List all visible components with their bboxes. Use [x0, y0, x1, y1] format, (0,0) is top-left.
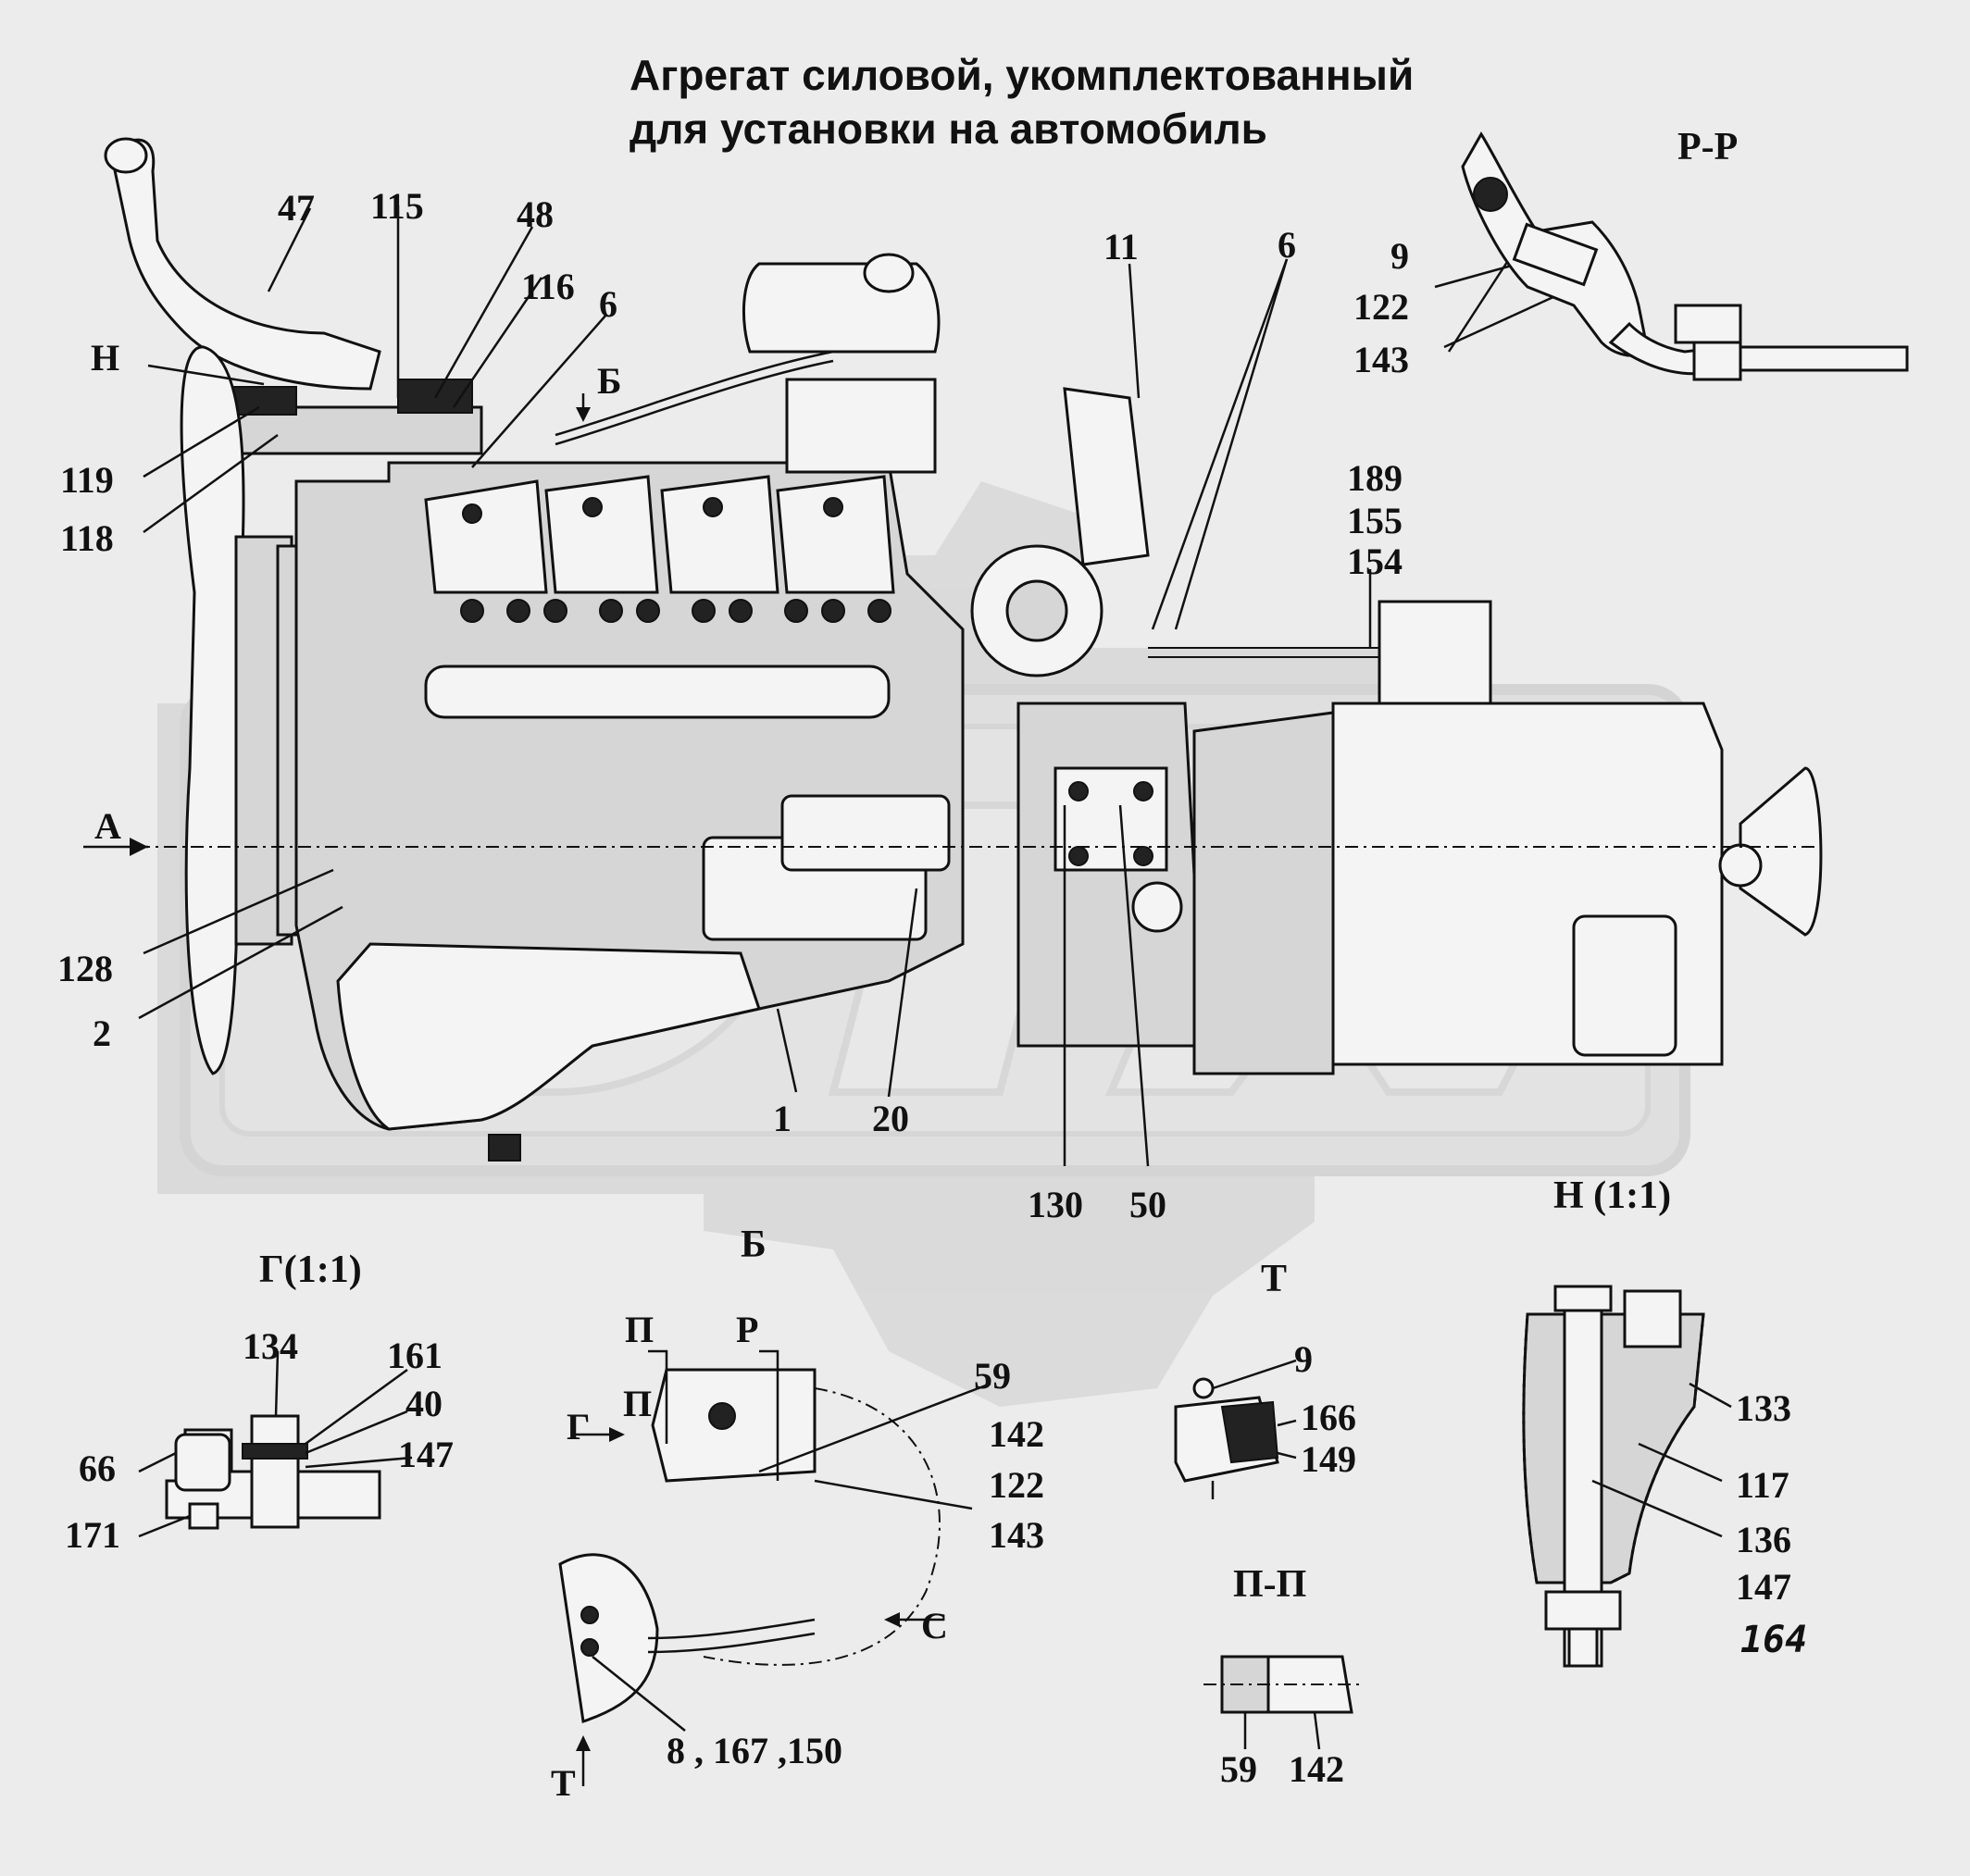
callout-20: 20 — [872, 1098, 909, 1139]
labels-main: 47 115 48 116 6 Н 119 118 Б 11 6 189 155… — [57, 185, 1403, 1225]
callout-a: А — [94, 805, 121, 847]
intake-manifold — [424, 665, 891, 719]
labels-b: Б П Р П Г 59 142 122 143 С 8 , 167 ,150 … — [551, 1224, 1044, 1804]
callout-t-166: 166 — [1301, 1397, 1356, 1438]
gearbox-cover — [1572, 914, 1677, 1057]
oil-pan — [336, 942, 761, 1131]
callout-t-149: 149 — [1301, 1438, 1356, 1480]
callout-n-133: 133 — [1736, 1387, 1791, 1429]
callout-t-9: 9 — [1294, 1338, 1313, 1380]
callout-b-p-mid: П — [623, 1383, 652, 1424]
callout-b-122: 122 — [989, 1464, 1044, 1506]
callout-n: Н — [91, 337, 119, 379]
callout-pp-143: 143 — [1353, 339, 1409, 380]
view-b-title: Б — [741, 1224, 767, 1266]
section-p2-title: П-П — [1233, 1563, 1306, 1606]
sheet-title: Агрегат силовой, укомплектованный для ус… — [630, 48, 1414, 155]
callout-b-p-top: П — [625, 1309, 654, 1350]
callout-48: 48 — [517, 193, 554, 235]
callout-155: 155 — [1347, 500, 1403, 541]
mount-pad-left — [231, 386, 297, 416]
callout-130: 130 — [1028, 1184, 1083, 1225]
callout-g-134: 134 — [243, 1325, 298, 1367]
fuel-line-2 — [555, 359, 834, 446]
callout-b-g: Г — [567, 1406, 590, 1447]
callout-n-147: 147 — [1736, 1566, 1791, 1608]
section-pp-title: Р-Р — [1677, 126, 1738, 168]
callout-11: 11 — [1103, 226, 1139, 267]
air-duct — [1063, 387, 1150, 566]
gear-shift-tower — [1378, 600, 1492, 705]
view-t-title: Т — [1261, 1258, 1287, 1300]
output-shaft — [1718, 843, 1763, 888]
labels-pp: Р-Р 9 122 143 — [1353, 126, 1738, 380]
leader-lines-main — [138, 205, 1556, 1167]
callout-2: 2 — [93, 1013, 111, 1054]
callout-g-40: 40 — [405, 1383, 443, 1424]
callout-g-147: 147 — [398, 1434, 454, 1475]
callout-pp-9: 9 — [1390, 235, 1409, 277]
turbo-hub — [1005, 579, 1068, 642]
callout-p2-142: 142 — [1289, 1748, 1344, 1790]
callout-119: 119 — [60, 459, 114, 501]
labels-t: Т 9 166 149 — [1261, 1258, 1356, 1480]
gearbox-front — [1192, 711, 1335, 1075]
callout-n-117: 117 — [1736, 1464, 1789, 1506]
callout-6-right: 6 — [1278, 224, 1296, 266]
callout-1: 1 — [773, 1098, 792, 1139]
section-p2 — [1203, 1655, 1361, 1750]
callout-g-171: 171 — [65, 1514, 120, 1556]
section-g-title: Г(1:1) — [259, 1249, 362, 1291]
callout-n-136: 136 — [1736, 1519, 1791, 1560]
air-intake-pipe — [109, 138, 381, 391]
section-n-title: Н (1:1) — [1553, 1174, 1671, 1217]
output-flange — [1739, 766, 1823, 937]
drain-plug — [488, 1134, 521, 1162]
view-t — [1174, 1359, 1297, 1499]
starter-solenoid — [780, 794, 951, 872]
section-g — [138, 1350, 413, 1538]
section-pp — [1461, 131, 1909, 381]
callout-47: 47 — [278, 187, 315, 229]
inspection-port — [1131, 881, 1183, 933]
fan — [180, 345, 245, 1075]
clutch-housing — [1016, 702, 1205, 1048]
callout-p2-59: 59 — [1220, 1748, 1257, 1790]
fuel-line — [555, 350, 834, 437]
callout-b-59: 59 — [974, 1355, 1011, 1397]
sheet-title-line-2: для установки на автомобиль — [630, 105, 1267, 153]
callout-b-143: 143 — [989, 1514, 1044, 1556]
labels-p2: П-П 59 142 — [1220, 1563, 1344, 1790]
callout-b: Б — [597, 360, 621, 402]
callout-b-8-167-150: 8 , 167 ,150 — [667, 1730, 842, 1771]
view-b — [558, 1349, 991, 1786]
callout-pp-122: 122 — [1353, 286, 1409, 328]
callout-n-164: 164 — [1740, 1619, 1807, 1661]
callout-116: 116 — [521, 266, 575, 307]
callout-50: 50 — [1129, 1184, 1166, 1225]
callout-g-161: 161 — [387, 1335, 443, 1376]
callout-115: 115 — [370, 185, 424, 227]
section-n — [1522, 1285, 1732, 1668]
injectors — [460, 599, 891, 623]
callout-b-142: 142 — [989, 1413, 1044, 1455]
callout-128: 128 — [57, 948, 113, 989]
valve-covers — [424, 475, 895, 594]
intake-cap — [104, 137, 148, 174]
sheet-title-line-1: Агрегат силовой, укомплектованный — [630, 51, 1415, 99]
labels-n: Н (1:1) 133 117 136 147 164 — [1553, 1174, 1807, 1661]
callout-b-c: С — [921, 1605, 948, 1646]
fuel-pump — [785, 378, 937, 474]
callout-118: 118 — [60, 517, 114, 559]
callout-b-r: Р — [736, 1309, 758, 1350]
labels-g: Г(1:1) 134 161 40 147 66 171 — [65, 1249, 454, 1556]
callout-g-66: 66 — [79, 1447, 116, 1489]
tank-cap — [863, 253, 915, 293]
callout-b-t: Т — [551, 1762, 576, 1804]
callout-154: 154 — [1347, 540, 1403, 582]
callout-6-left: 6 — [599, 283, 617, 325]
callout-189: 189 — [1347, 457, 1403, 499]
